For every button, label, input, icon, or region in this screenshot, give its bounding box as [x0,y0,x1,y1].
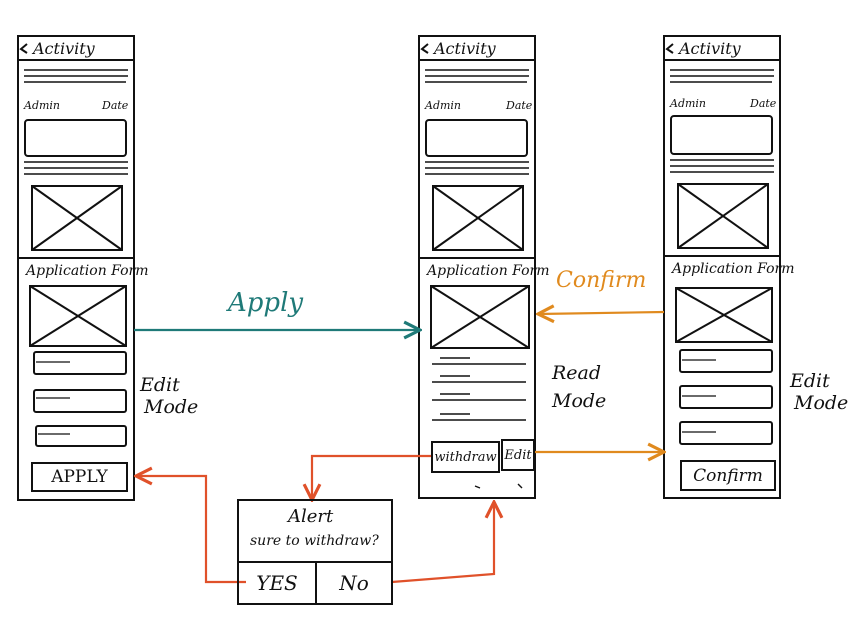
back-chevron-icon [665,43,674,54]
screen-left-title: Activity [33,39,95,58]
content-box [425,119,528,157]
screen-right-frame [663,35,781,499]
back-chevron-icon [420,43,429,54]
form-field [33,351,127,375]
screen-left [17,35,135,501]
image-placeholder-icon [29,285,127,347]
screen-right-section: Application Form [672,261,795,277]
alert-title: Alert [288,506,334,527]
no-to-middle-arrow [391,502,494,584]
alert-message: sure to withdraw? [250,533,379,549]
left-mode-note-line1: Edit [140,374,180,396]
withdraw-button[interactable]: withdraw [431,441,500,473]
screen-left-admin: Admin [24,99,61,112]
edit-button[interactable]: Edit [501,439,535,471]
right-mode-note-line2: Mode [794,392,849,414]
form-field [33,389,127,413]
alert-no-button[interactable]: No [339,571,369,595]
apply-arrow-label: Apply [228,288,304,318]
form-field [35,425,127,447]
withdraw-to-alert-arrow [312,454,431,500]
form-field [679,349,773,373]
screen-middle-section: Application Form [427,263,550,279]
screen-middle-date: Date [506,99,533,112]
screen-middle [418,35,536,499]
image-placeholder-icon [677,183,769,249]
screen-left-date: Date [102,99,129,112]
alert-yes-button[interactable]: YES [256,571,298,595]
screen-right-title: Activity [679,39,741,58]
screen-left-frame [17,35,135,501]
image-placeholder-icon [31,185,123,251]
image-placeholder-icon [675,287,773,343]
confirm-arrow-label: Confirm [556,268,647,293]
back-chevron-icon [19,43,28,54]
screen-middle-frame [418,35,536,499]
confirm-arrow [538,312,665,314]
left-mode-note-line2: Mode [144,396,199,418]
form-field [679,385,773,409]
confirm-button[interactable]: Confirm [680,460,776,491]
screen-right-date: Date [750,97,777,110]
screen-right-admin: Admin [670,97,707,110]
content-box [670,115,773,155]
screen-middle-admin: Admin [425,99,462,112]
right-mode-note-line1: Edit [790,370,830,392]
yes-to-apply-arrow [136,476,246,584]
content-box [24,119,127,157]
alert-dialog [237,499,393,605]
screen-left-section: Application Form [26,263,149,279]
image-placeholder-icon [432,185,524,251]
middle-mode-note-line2: Mode [552,390,607,412]
form-field [679,421,773,445]
screen-middle-title: Activity [434,39,496,58]
middle-mode-note-line1: Read [552,362,602,384]
image-placeholder-icon [430,285,530,349]
apply-button[interactable]: APPLY [31,462,128,492]
screen-right [663,35,781,499]
